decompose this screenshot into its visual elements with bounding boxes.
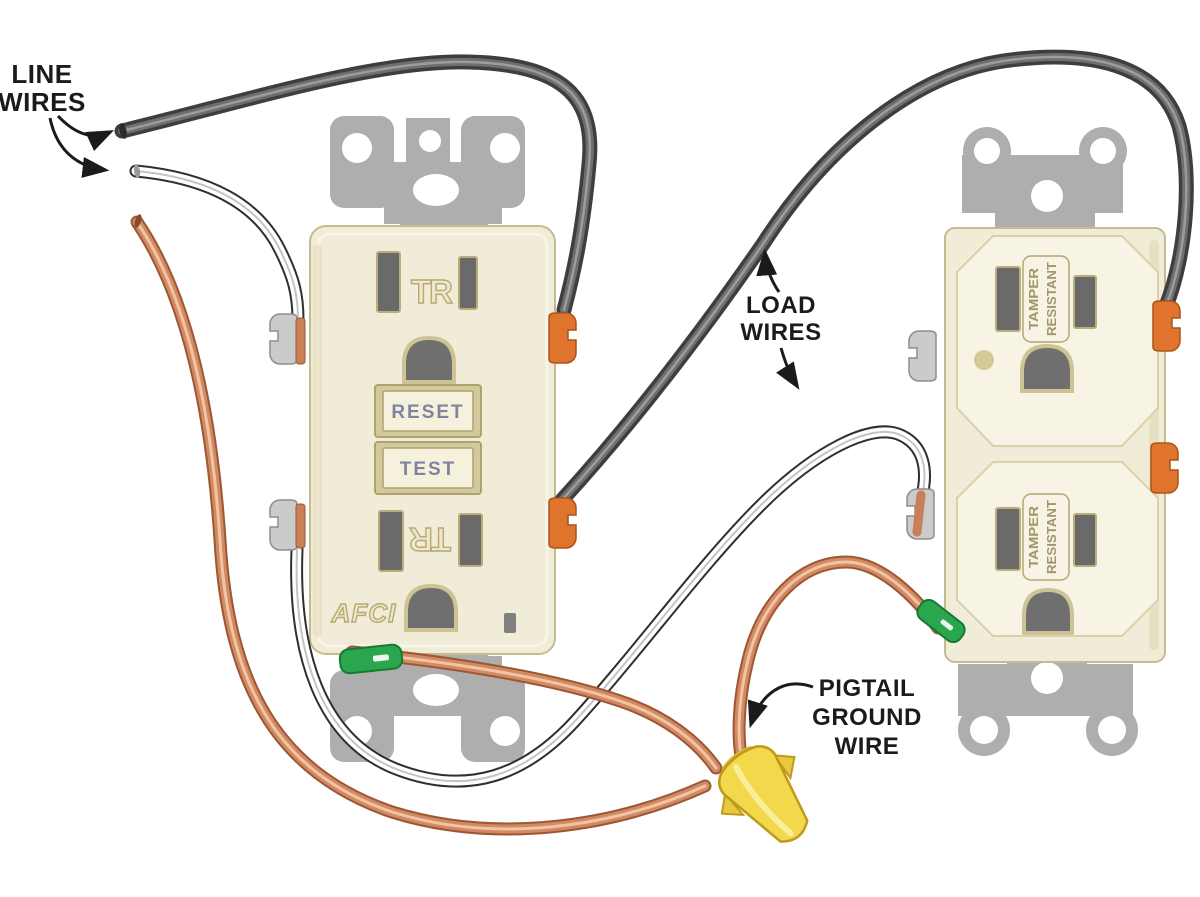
strap-mounting-slot: [413, 674, 459, 706]
duplex-face-dot: [974, 350, 994, 370]
afci-indicator-window: [504, 613, 516, 633]
duplex-ground-screw: [916, 598, 966, 644]
reset-button: RESET: [374, 384, 482, 438]
load-wires-arrow-bottom: [776, 347, 800, 390]
afci-silver-terminal-bottom: [269, 499, 298, 551]
strap-screw-hole: [1031, 662, 1063, 694]
duplex-brass-terminal-bottom: [1150, 442, 1179, 494]
afci-tr-mark-bottom: TR: [409, 521, 451, 558]
line-ground-wire: [133, 214, 705, 829]
wire-cut-end: [133, 164, 141, 178]
strap-screw-hole: [974, 138, 1000, 164]
svg-text:LOAD: LOAD: [746, 292, 816, 319]
strap-screw-hole: [419, 130, 441, 152]
duplex-bottom-hot-slot: [1073, 513, 1097, 567]
afci-mounting-strap-top: [330, 116, 525, 232]
wire-nut: [718, 745, 809, 843]
afci-brand-label: AFCI: [331, 598, 397, 628]
tamper-resistant-plaque-top: [1022, 255, 1070, 343]
tamper-resistant-plaque-bottom: [1022, 493, 1070, 581]
duplex-top-ground-hole: [1020, 343, 1074, 393]
duplex-mounting-strap-bottom: [958, 640, 1138, 756]
load-wires-arrow-top: [756, 248, 781, 293]
wire-cut-end: [134, 214, 142, 228]
afci-bottom-hot-slot: [458, 513, 483, 567]
strap-screw-hole: [490, 133, 520, 163]
tamper-resistant-text: TAMPER: [1027, 268, 1041, 330]
afci-top-neutral-slot: [376, 251, 401, 313]
svg-text:PIGTAIL: PIGTAIL: [819, 675, 915, 702]
strap-screw-hole: [342, 133, 372, 163]
duplex-brass-terminal-top: [1152, 300, 1181, 352]
afci-ground-screw: [338, 643, 404, 675]
line-wire-black: [118, 62, 590, 310]
line-wire-white: [133, 164, 298, 320]
pigtail-ground-wire-label: PIGTAIL GROUND WIRE: [812, 675, 922, 760]
afci-silver-terminal-top: [269, 313, 298, 365]
strap-screw-hole: [1031, 180, 1063, 212]
afci-top-ground-hole: [402, 335, 456, 384]
line-wires-arrow-top: [56, 114, 115, 152]
afci-tr-mark-top: TR: [411, 273, 453, 310]
svg-text:TEST: TEST: [400, 459, 457, 480]
test-button: TEST: [374, 441, 482, 495]
strap-screw-hole: [421, 721, 445, 745]
afci-body: [309, 225, 556, 655]
duplex-bottom-neutral-slot: [995, 507, 1021, 571]
duplex-silver-terminal-top: [908, 330, 937, 382]
strap-screw-hole: [490, 716, 520, 746]
afci-brass-terminal-bottom: [548, 497, 577, 549]
pigtail-ground-wire-arrow: [747, 682, 814, 729]
line-wires-arrow-bottom: [48, 117, 110, 178]
afci-top-hot-slot: [458, 256, 478, 310]
afci-brass-terminal-top: [548, 312, 577, 364]
svg-text:RESET: RESET: [391, 402, 464, 423]
wire-cut-end: [119, 123, 127, 139]
stripped-wire-end: [295, 317, 306, 365]
strap-screw-hole: [970, 716, 998, 744]
svg-text:LINE: LINE: [11, 59, 72, 89]
tamper-resistant-text: RESISTANT: [1045, 500, 1059, 574]
strap-screw-hole: [1090, 138, 1116, 164]
strap-screw-hole: [1098, 716, 1126, 744]
afci-outlet: TR RESET TEST TR AFCI: [309, 225, 556, 655]
svg-text:WIRES: WIRES: [0, 87, 86, 117]
duplex-mounting-strap-top: [962, 127, 1127, 232]
svg-text:WIRE: WIRE: [835, 733, 900, 760]
load-wires-label: LOAD WIRES: [740, 292, 821, 346]
strap-mounting-slot: [413, 174, 459, 206]
duplex-bottom-ground-hole: [1022, 587, 1074, 635]
stripped-wire-end: [295, 503, 306, 549]
svg-text:GROUND: GROUND: [812, 704, 922, 731]
wire-nut-cone: [718, 745, 809, 843]
duplex-top-neutral-slot: [995, 266, 1021, 332]
duplex-bottom-face: [956, 461, 1159, 637]
afci-bottom-neutral-slot: [378, 510, 404, 572]
line-wires-label: LINE WIRES: [0, 59, 86, 117]
tamper-resistant-text: RESISTANT: [1045, 262, 1059, 336]
duplex-outlet: TAMPER RESISTANT TAMPER RESISTANT: [944, 227, 1166, 663]
svg-text:WIRES: WIRES: [740, 319, 821, 346]
tamper-resistant-text: TAMPER: [1027, 506, 1041, 568]
afci-bottom-ground-hole: [404, 583, 458, 632]
duplex-top-hot-slot: [1073, 275, 1097, 329]
stripped-wire-end: [912, 490, 926, 537]
